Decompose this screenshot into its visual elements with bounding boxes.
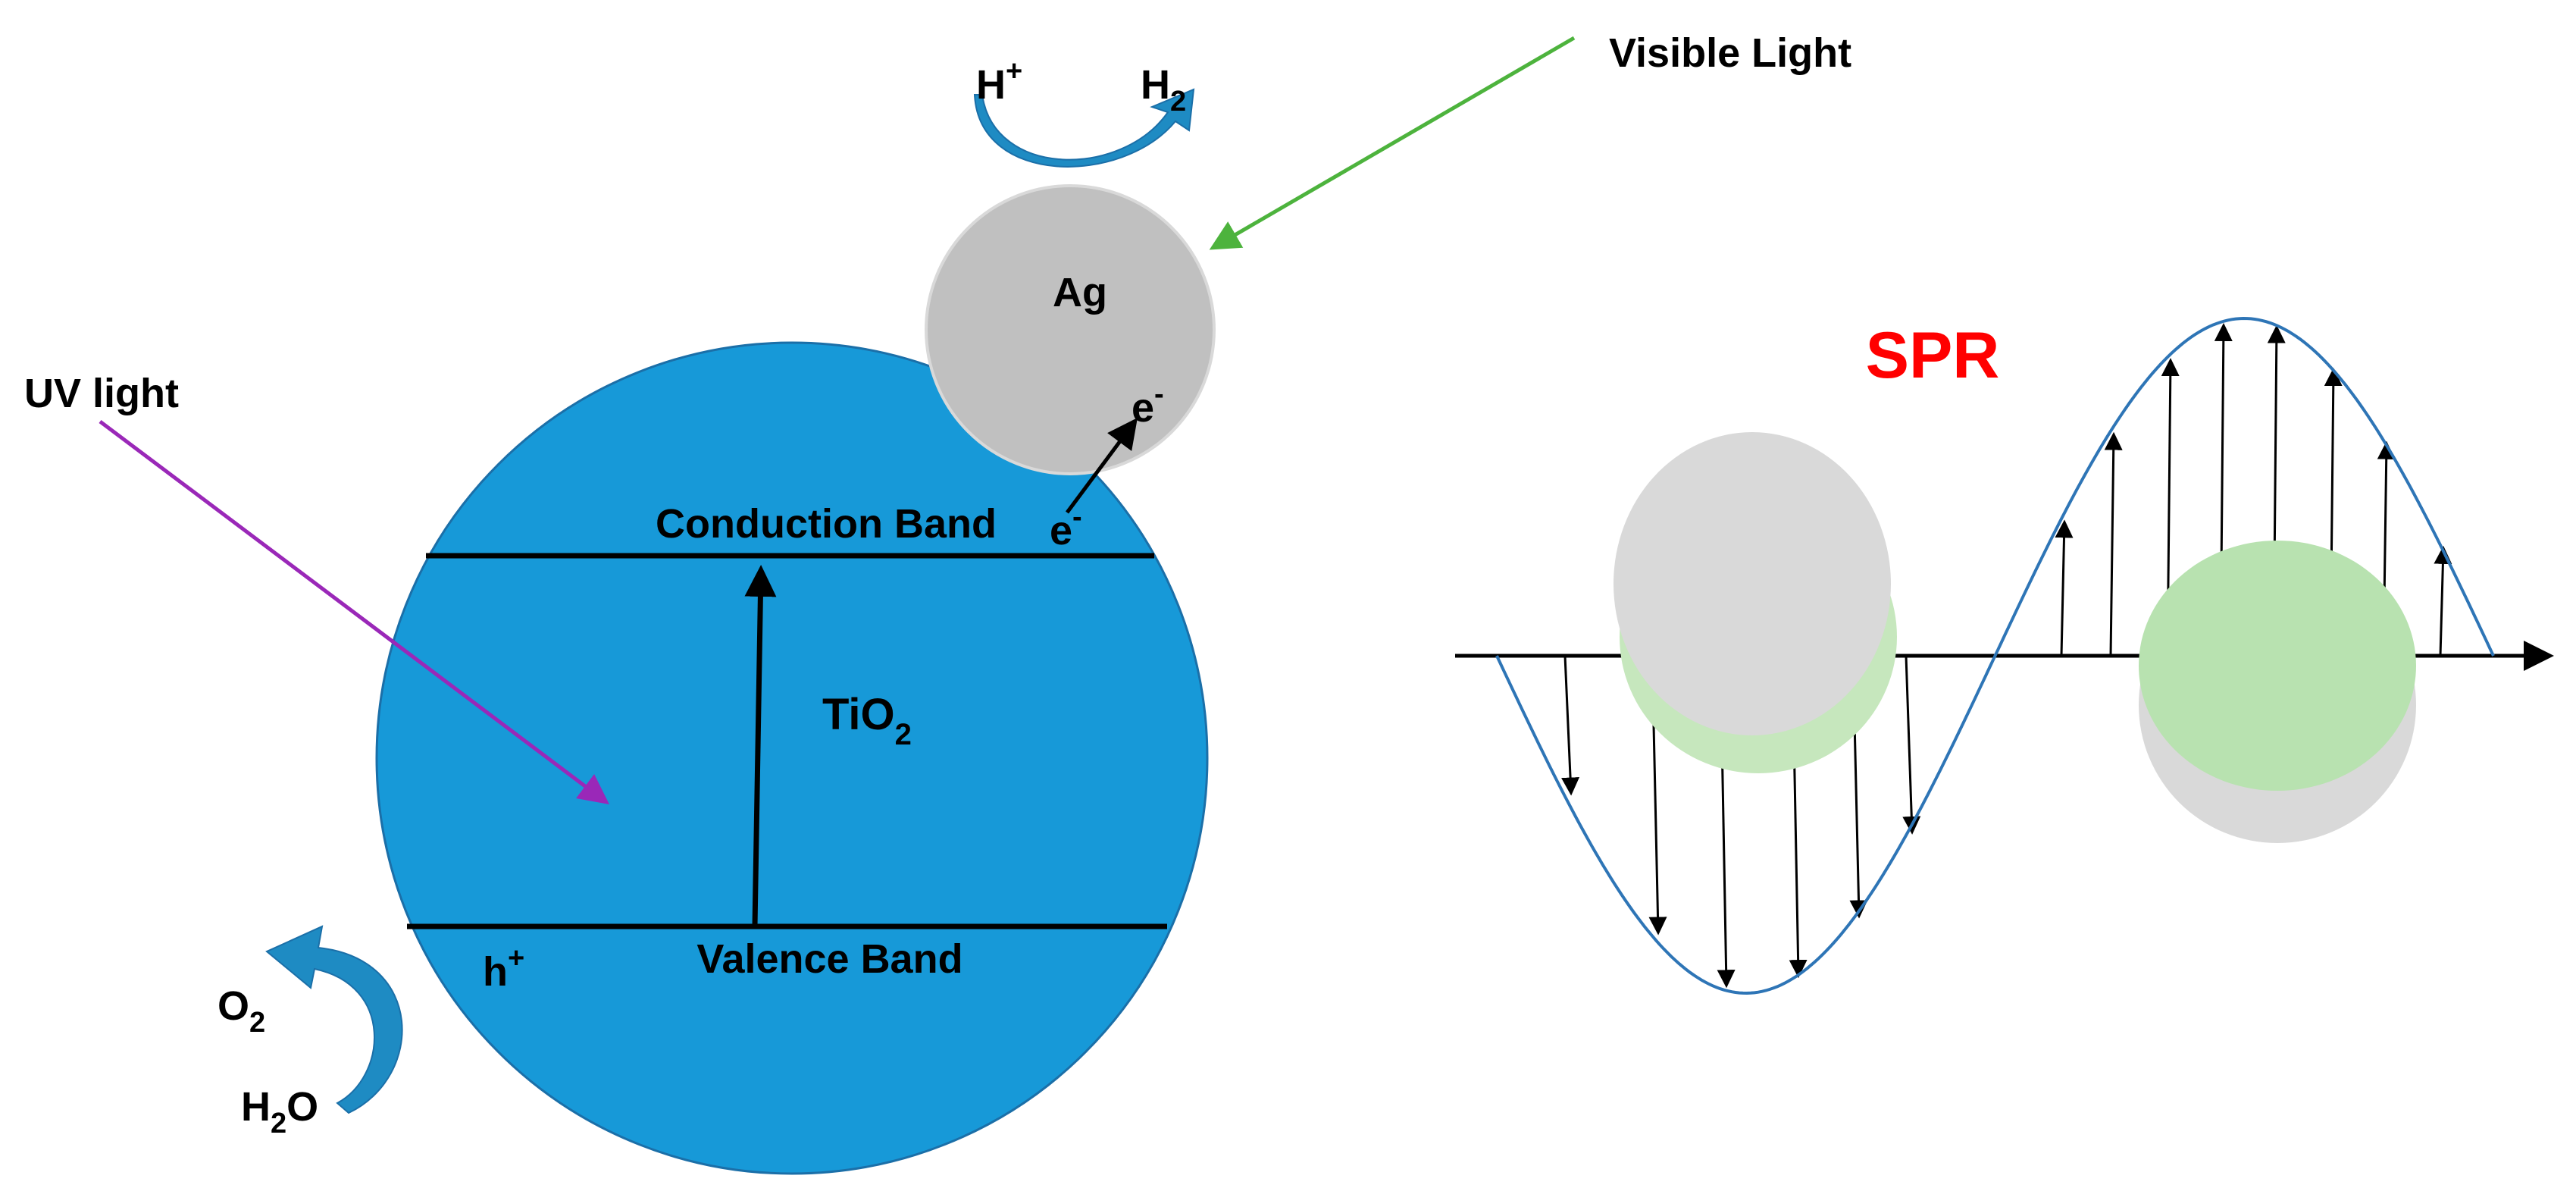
uv-light-arrow bbox=[99, 420, 609, 805]
oscillation-wave bbox=[1495, 316, 2495, 995]
o2-label: O2 bbox=[218, 983, 265, 1039]
spr-label: SPR bbox=[1866, 319, 2000, 392]
uv-light-label: UV light bbox=[24, 371, 179, 416]
field-arrow bbox=[1902, 655, 1921, 835]
field-arrow bbox=[2055, 519, 2074, 657]
electron-label-ag: e- bbox=[1131, 378, 1164, 431]
ag-particle bbox=[925, 184, 1216, 475]
tio2-label: TiO2 bbox=[822, 690, 912, 751]
excitation-arrow bbox=[744, 565, 777, 927]
curved-arrow-icon bbox=[973, 88, 1195, 168]
field-arrow bbox=[2104, 431, 2123, 657]
h2-label: H2 bbox=[1141, 62, 1186, 118]
nanoparticle-right bbox=[2139, 541, 2416, 843]
electron-transfer-arrow bbox=[1065, 417, 1138, 514]
electron-label-cb: e- bbox=[1050, 501, 1082, 553]
nanoparticle-left bbox=[1614, 432, 1897, 773]
ag-label: Ag bbox=[1053, 270, 1107, 315]
valence-band-label: Valence Band bbox=[696, 936, 962, 982]
field-arrow bbox=[1561, 655, 1580, 796]
h2o-label: H2O bbox=[241, 1084, 318, 1139]
hplus-label: H+ bbox=[976, 55, 1022, 108]
field-arrow bbox=[2434, 545, 2452, 657]
visible-light-arrow bbox=[1209, 36, 1576, 250]
hole-label: h+ bbox=[483, 942, 524, 995]
tio2-particle bbox=[375, 341, 1209, 1175]
curved-arrow-icon bbox=[265, 925, 403, 1114]
conduction-band-label: Conduction Band bbox=[656, 501, 997, 547]
visible-light-label: Visible Light bbox=[1609, 30, 1851, 76]
